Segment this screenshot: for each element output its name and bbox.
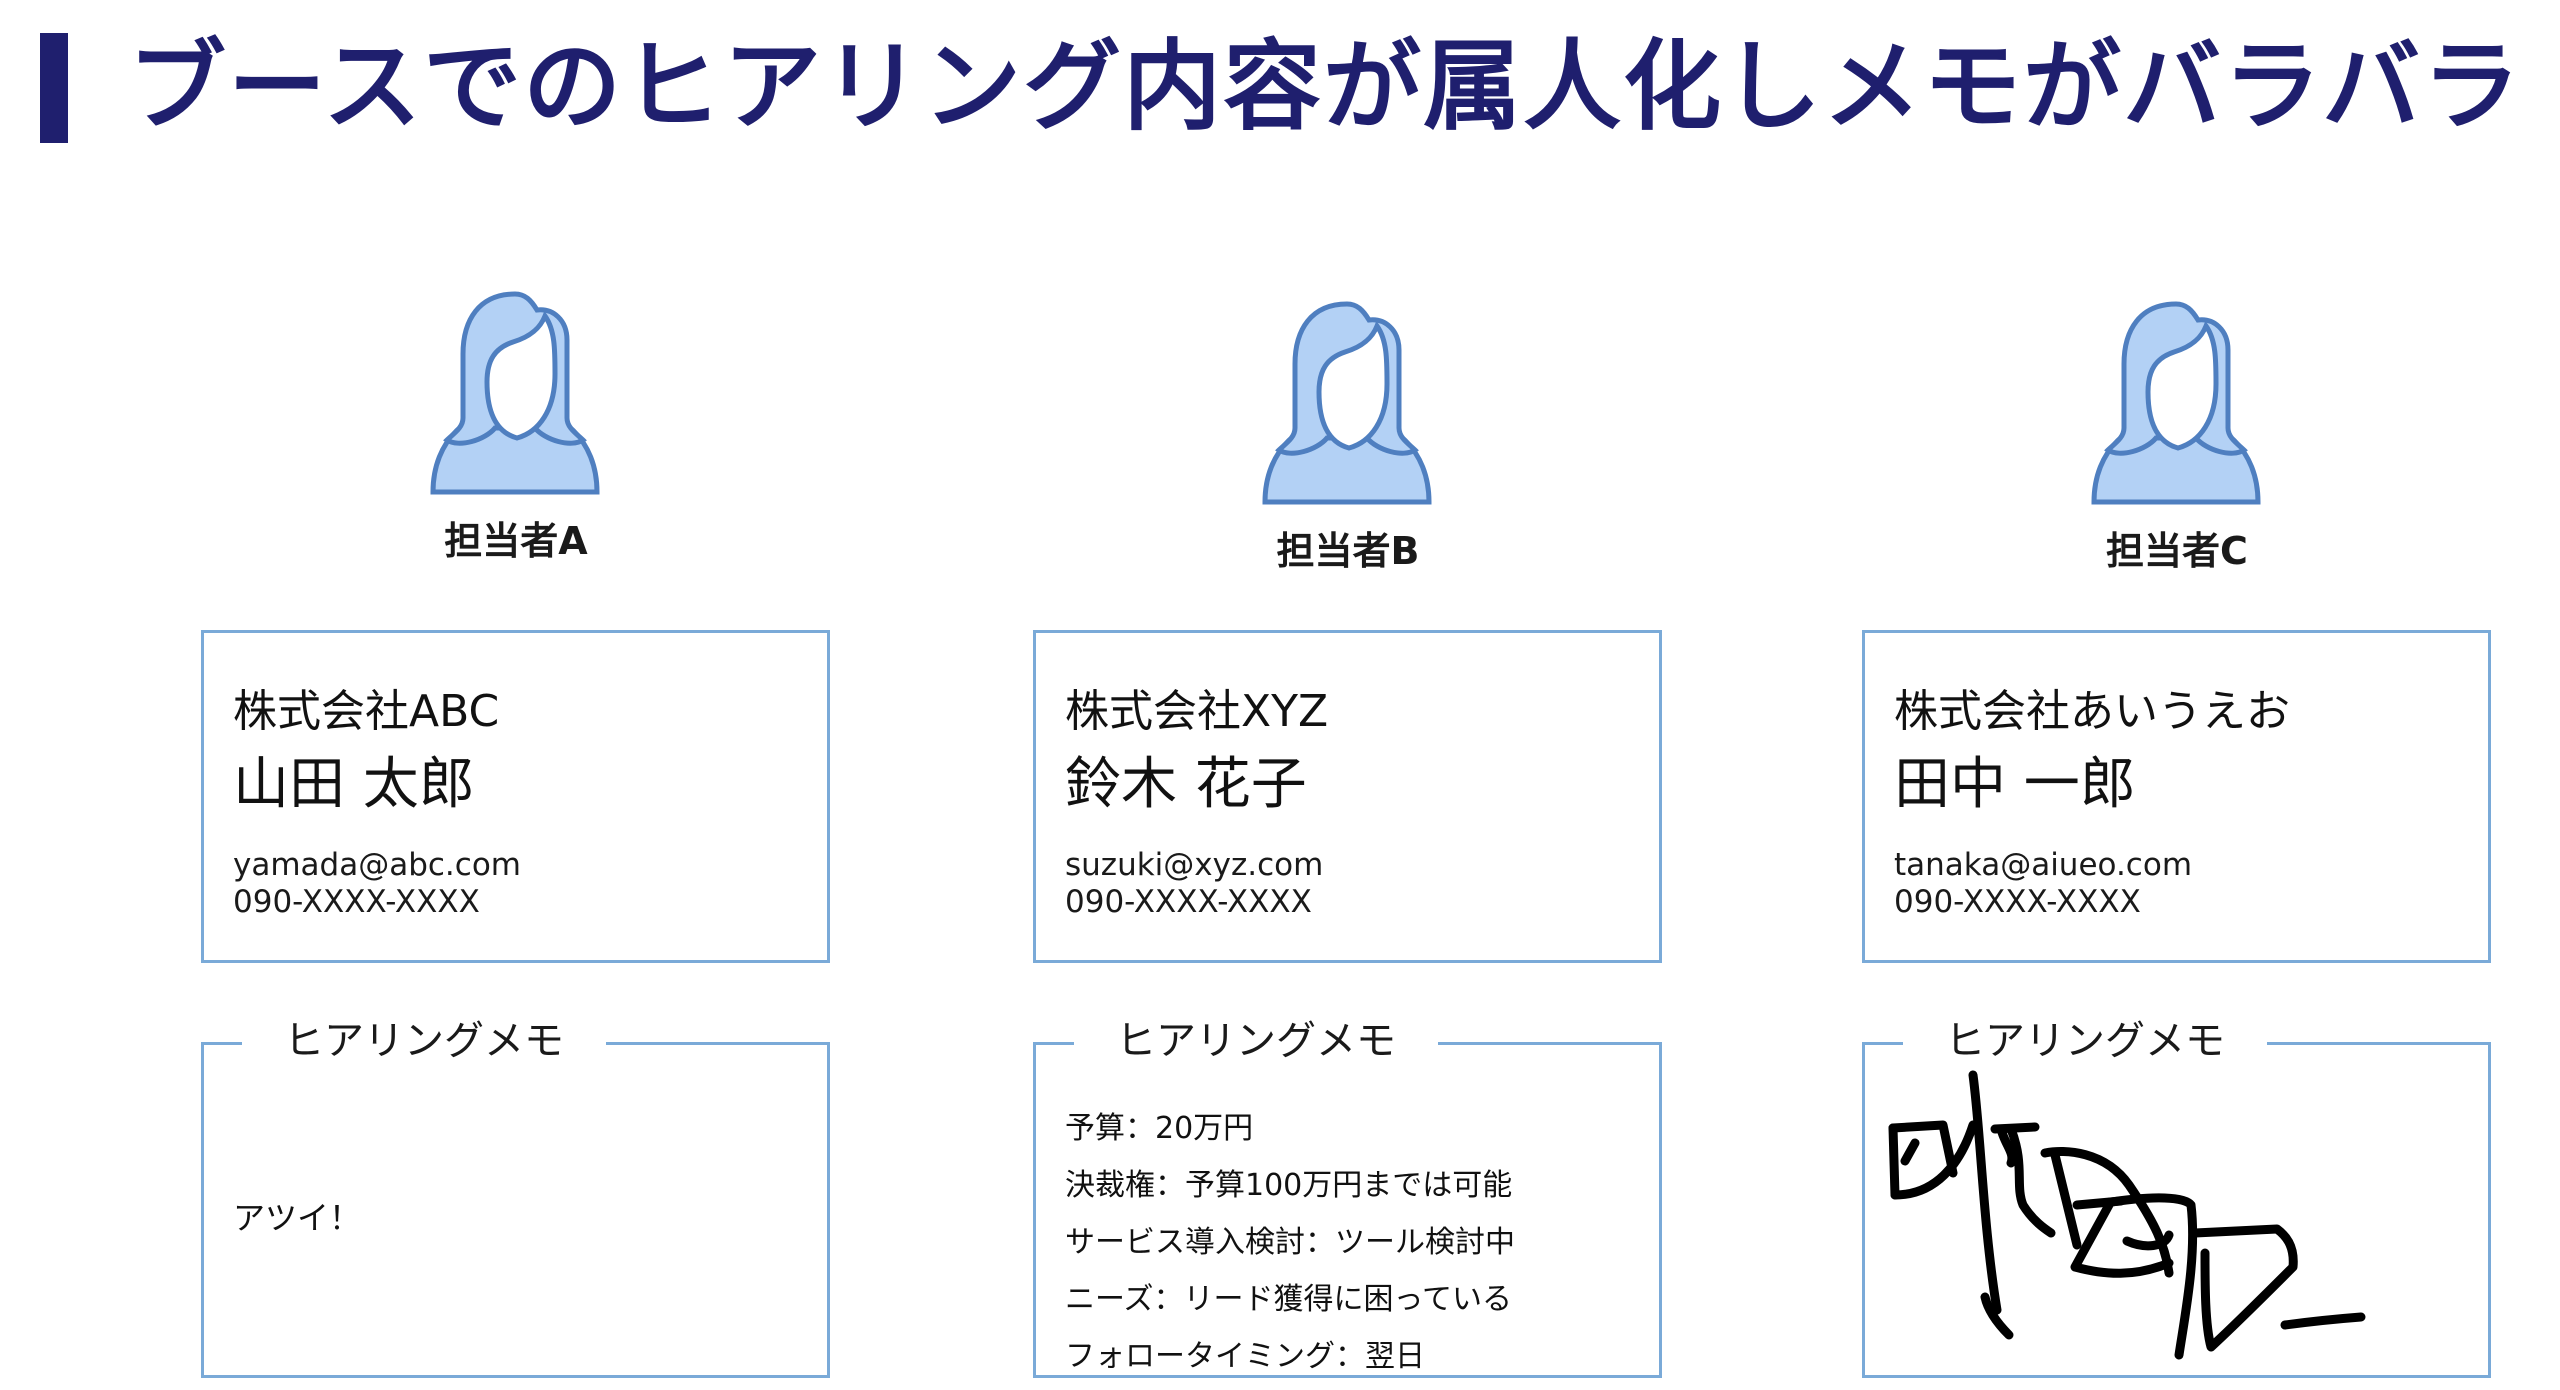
memo-line-budget: 予算：20万円: [1065, 1111, 1254, 1146]
card-phone: 090-XXXX-XXXX: [1894, 884, 2141, 920]
memo-heading: ヒアリングメモ: [242, 1011, 606, 1071]
memo-text: アツイ！: [233, 1199, 362, 1237]
memo-line-follow-up: フォロータイミング：翌日: [1065, 1339, 1425, 1374]
handwritten-scribble: [1888, 1070, 2366, 1360]
memo-line-authority: 決裁権：予算100万円までは可能: [1065, 1168, 1513, 1203]
card-company: 株式会社XYZ: [1065, 686, 1329, 737]
page-title: ブースでのヒアリング内容が属人化しメモがバラバラ: [128, 30, 2523, 144]
business-card: 株式会社ABC 山田 太郎 yamada@abc.com 090-XXXX-XX…: [201, 630, 830, 963]
female-user-icon: [1261, 300, 1433, 506]
card-company: 株式会社あいうえお: [1894, 686, 2290, 737]
memo-line-needs: ニーズ：リード獲得に困っている: [1065, 1282, 1512, 1317]
rep-column-a: 担当者A 株式会社ABC 山田 太郎 yamada@abc.com 090-XX…: [201, 0, 831, 1390]
hearing-memo: ヒアリングメモ アツイ！: [201, 1011, 830, 1378]
rep-label: 担当者A: [444, 519, 588, 563]
memo-list: 予算：20万円 決裁権：予算100万円までは可能 サービス導入検討：ツール検討中…: [1065, 1100, 1515, 1385]
memo-line-consideration: サービス導入検討：ツール検討中: [1065, 1225, 1515, 1260]
business-card: 株式会社XYZ 鈴木 花子 suzuki@xyz.com 090-XXXX-XX…: [1033, 630, 1662, 963]
card-phone: 090-XXXX-XXXX: [233, 884, 480, 920]
hearing-memo: ヒアリングメモ: [1862, 1011, 2491, 1378]
title-accent-bar: [40, 33, 68, 143]
card-person-name: 鈴木 花子: [1065, 752, 1307, 817]
memo-heading: ヒアリングメモ: [1903, 1011, 2267, 1071]
memo-heading: ヒアリングメモ: [1074, 1011, 1438, 1071]
card-phone: 090-XXXX-XXXX: [1065, 884, 1312, 920]
card-email: yamada@abc.com: [233, 847, 521, 883]
card-email: tanaka@aiueo.com: [1894, 847, 2193, 883]
female-user-icon: [429, 290, 601, 496]
business-card: 株式会社あいうえお 田中 一郎 tanaka@aiueo.com 090-XXX…: [1862, 630, 2491, 963]
rep-column-b: 担当者B 株式会社XYZ 鈴木 花子 suzuki@xyz.com 090-XX…: [1033, 0, 1663, 1390]
hearing-memo: ヒアリングメモ 予算：20万円 決裁権：予算100万円までは可能 サービス導入検…: [1033, 1011, 1662, 1378]
rep-label: 担当者C: [2106, 529, 2248, 573]
card-person-name: 田中 一郎: [1894, 752, 2136, 817]
card-email: suzuki@xyz.com: [1065, 847, 1324, 883]
card-person-name: 山田 太郎: [233, 752, 475, 817]
rep-column-c: 担当者C 株式会社あいうえお 田中 一郎 tanaka@aiueo.com 09…: [1862, 0, 2492, 1390]
card-company: 株式会社ABC: [233, 686, 500, 737]
female-user-icon: [2090, 300, 2262, 506]
rep-label: 担当者B: [1276, 529, 1420, 573]
